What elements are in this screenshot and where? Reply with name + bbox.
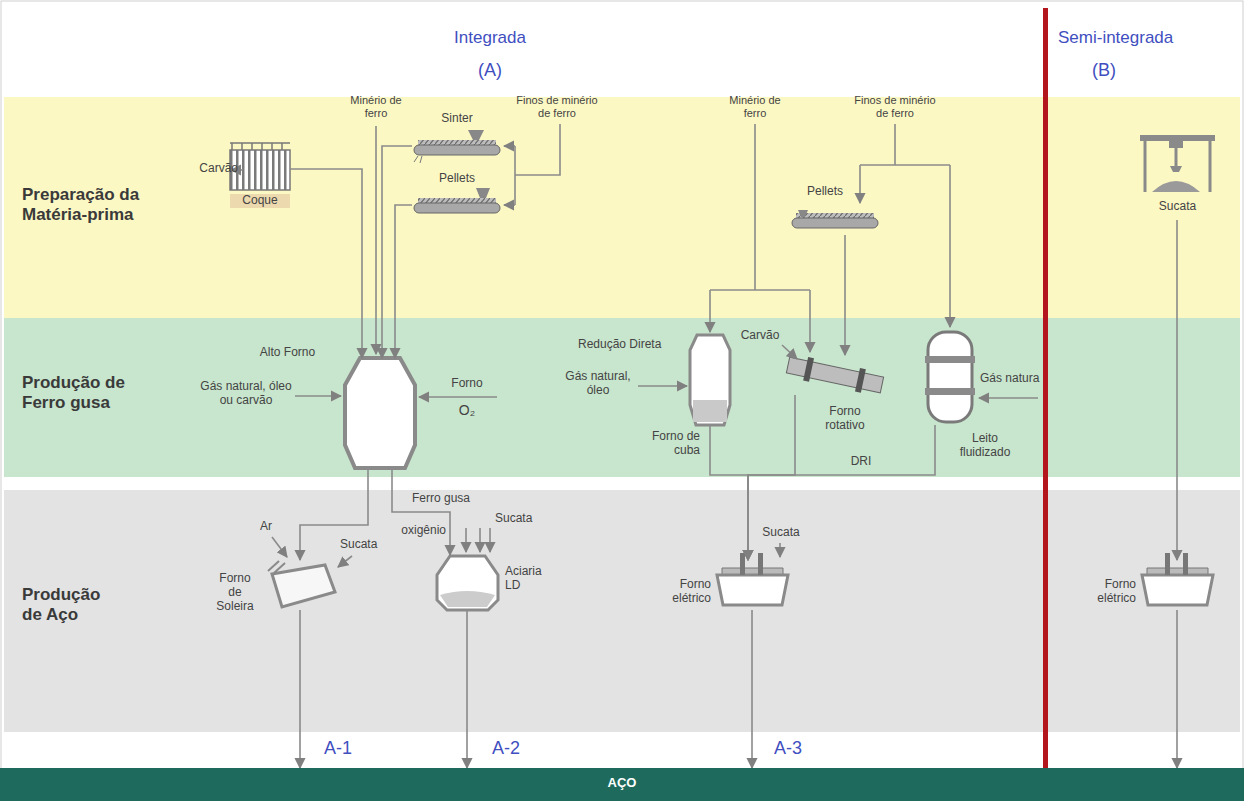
- coke-oven: [230, 143, 290, 190]
- equipment-label: Aciaria LD: [505, 565, 555, 593]
- stage-heading: Produção de Aço: [22, 585, 117, 624]
- fluidized-bed: Leito fluidizado: [925, 330, 975, 425]
- equipment-label: Alto Forno: [245, 346, 330, 360]
- route-title: Semi-integrada: [1058, 28, 1238, 48]
- open-hearth-furnace: [268, 561, 335, 607]
- pellet-machine: Pellets: [790, 205, 880, 235]
- pellet-machine: Pellets: [412, 190, 502, 220]
- input-label: Gás natural, óleo: [562, 370, 634, 398]
- flow-connector: [395, 205, 412, 358]
- route-letter: (B): [1092, 60, 1142, 81]
- band-ground: [4, 490, 1240, 732]
- route-code: A-3: [768, 738, 808, 759]
- flow-connector: [748, 425, 935, 560]
- rotary-kiln: Forno rotativo: [785, 355, 885, 395]
- sinter-machine: Sinter: [412, 132, 502, 160]
- equipment-label: Sinter: [412, 112, 502, 126]
- input-label: Forno: [442, 377, 492, 391]
- equipment-label: Coque: [230, 194, 290, 208]
- equipment-label: Forno de cuba: [628, 430, 700, 458]
- flow-connector: [1176, 220, 1178, 560]
- shaft-furnace: Forno de cuba: [690, 335, 730, 425]
- input-label: Gás natura: [980, 372, 1042, 386]
- flow-connector: [1176, 610, 1178, 768]
- flow-connector: [466, 610, 468, 768]
- scrap-yard: Sucata: [1135, 130, 1220, 220]
- divider-line: [1043, 8, 1048, 783]
- ld-converter: Aciaria LD: [435, 555, 500, 610]
- equipment-label: Pellets: [412, 172, 502, 186]
- input-label: Finos de minério de ferro: [512, 94, 602, 119]
- coke-oven: Coque: [230, 148, 290, 190]
- band-ground: [4, 97, 1240, 318]
- route-letter: (A): [460, 60, 520, 81]
- equipment-label: Forno elétrico: [1078, 578, 1136, 606]
- stage-band: Produção de Aço Forno de Soleira Aciaria L…: [4, 490, 1240, 732]
- route-title: Integrada: [420, 28, 560, 48]
- route-code: A-1: [318, 738, 358, 759]
- input-label: oxigênio: [390, 524, 446, 538]
- electric-arc-furnace: [717, 553, 788, 605]
- process-label: Redução Direta: [578, 338, 678, 352]
- flow-label: DRI: [846, 455, 876, 469]
- input-label: Finos de minério de ferro: [850, 94, 940, 119]
- stage-heading: Produção de Ferro gusa: [22, 373, 162, 412]
- equipment-label: Forno rotativo: [810, 405, 880, 433]
- flow-connector: [382, 146, 412, 358]
- output-bar: AÇO: [0, 768, 1244, 801]
- stage-band: Preparação da Matéria-prima Coque SinterPe…: [4, 97, 1240, 318]
- flow-connector: [392, 468, 450, 555]
- shaft-furnace: [690, 335, 730, 425]
- equipment-label: Leito fluidizado: [945, 432, 1025, 460]
- equipment-label: Forno elétrico: [653, 578, 711, 606]
- input-label: Minério de ferro: [725, 94, 785, 119]
- ld-converter: [437, 556, 498, 610]
- band-ground: [4, 318, 1240, 477]
- electric-furnace: Forno elétrico: [715, 560, 790, 610]
- fluidized-bed: [925, 332, 975, 422]
- input-label: O₂: [452, 402, 482, 418]
- equipment-label: Forno de Soleira: [213, 572, 257, 613]
- input-label: Carvão: [736, 329, 784, 343]
- input-label: Gás natural, óleo ou carvão: [200, 380, 292, 408]
- pelletizing-machine: [792, 210, 878, 228]
- flow-label: Ferro gusa: [405, 492, 477, 506]
- electric-arc-furnace: [1142, 553, 1213, 605]
- input-label: Sucata: [495, 512, 543, 526]
- input-label: Carvão: [190, 162, 238, 176]
- flow-connector: [299, 610, 301, 768]
- input-arrows: [231, 124, 1038, 567]
- flow-connector: [710, 425, 748, 560]
- electric-furnace: Forno elétrico: [1140, 560, 1215, 610]
- flow-connector: [751, 610, 753, 768]
- blast-furnace: Alto Forno: [340, 358, 420, 468]
- route-code: A-2: [486, 738, 526, 759]
- input-label: Ar: [252, 520, 280, 534]
- flow-connector: [290, 169, 362, 358]
- open-hearth-furnace: Forno de Soleira: [265, 560, 335, 610]
- equipment-label: Sucata: [1135, 200, 1220, 214]
- input-label: Sucata: [756, 526, 806, 540]
- pelletizing-machine: [414, 188, 500, 213]
- rotary-kiln: [786, 353, 885, 396]
- input-label: Minério de ferro: [346, 94, 406, 119]
- flow-connector: [844, 235, 846, 355]
- stage-heading: Preparação da Matéria-prima: [22, 185, 172, 224]
- blast-furnace: [345, 358, 415, 468]
- sinter-machine: [414, 130, 500, 163]
- equipment-label: Pellets: [780, 185, 870, 199]
- scrap-crane: [1140, 135, 1215, 192]
- equipment-label: AÇO: [0, 776, 1244, 791]
- input-label: Sucata: [340, 538, 388, 552]
